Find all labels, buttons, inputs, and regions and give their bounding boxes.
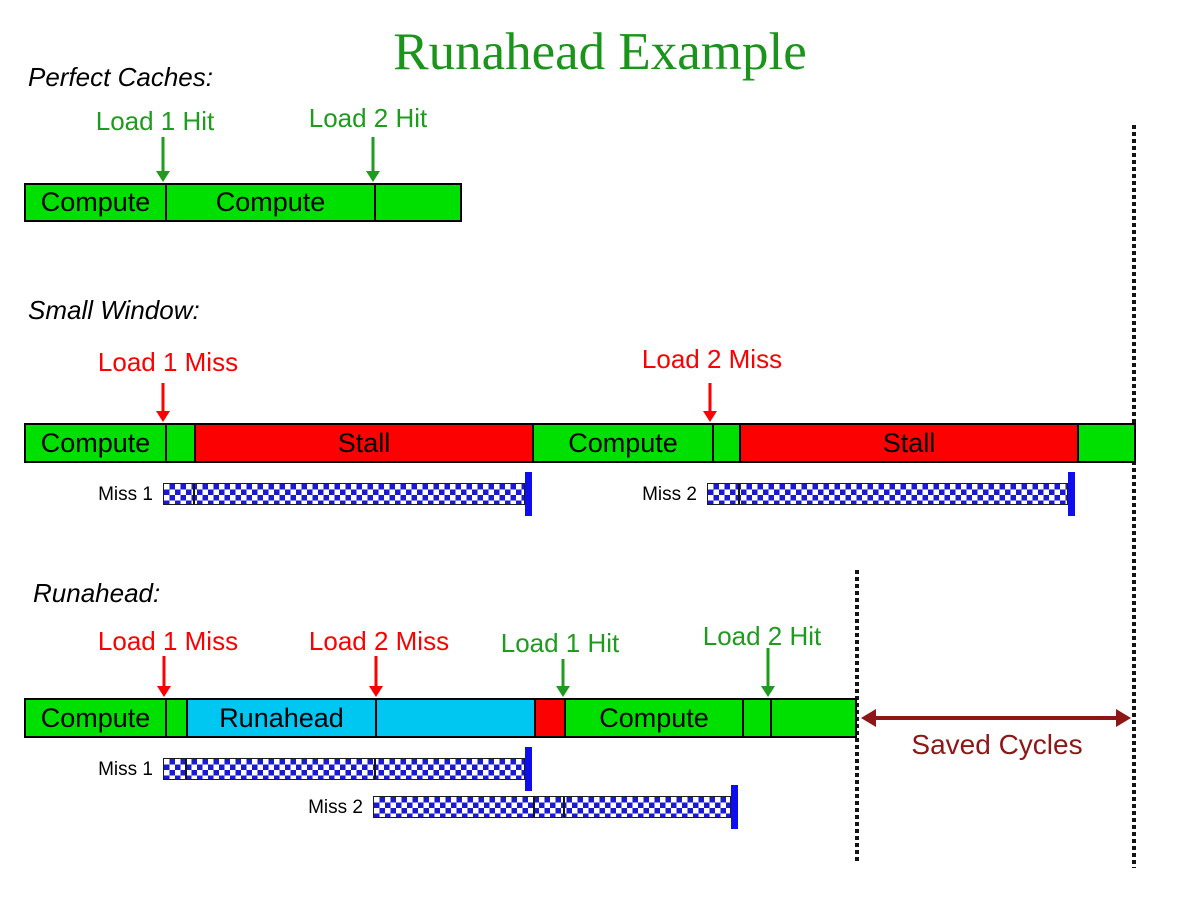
arrow-shaft (161, 383, 165, 412)
segment-blank (165, 425, 194, 461)
saved-cycles-arrow (861, 709, 1131, 727)
perfect-caches-load-1-hit-arrow (156, 137, 170, 182)
segment-blank (374, 185, 460, 220)
section-label-perfect-caches: Perfect Caches: (28, 62, 213, 92)
segment-blank (712, 425, 739, 461)
segment-compute: Compute (165, 185, 374, 220)
small-window-end-boundary-line (1132, 125, 1136, 868)
arrow-head-down-icon (156, 411, 170, 422)
runahead-load-1-miss-arrow (157, 656, 171, 697)
segment-stall: Stall (194, 425, 532, 461)
runahead-load-2-miss-arrow (369, 656, 383, 697)
latency-tick (533, 797, 535, 817)
runahead-miss-1-latency-bar (163, 758, 525, 780)
runahead-load-1-hit-arrow (556, 659, 570, 697)
runahead-miss-1-end-cap (525, 747, 532, 791)
segment-compute: Compute (26, 700, 165, 736)
arrow-shaft (766, 648, 770, 687)
runahead-miss-1-label: Miss 1 (98, 759, 153, 780)
arrow-shaft (374, 656, 378, 687)
latency-tick (563, 797, 565, 817)
runahead-miss-2-end-cap (731, 785, 738, 829)
runahead-miss-2-label: Miss 2 (308, 797, 363, 818)
segment-compute: Compute (564, 700, 742, 736)
runahead-load-2-miss-label: Load 2 Miss (308, 626, 450, 656)
segment-blank (375, 700, 534, 736)
latency-tick (193, 484, 195, 504)
latency-tick (738, 484, 740, 504)
segment-compute: Compute (26, 425, 165, 461)
section-label-small-window: Small Window: (28, 295, 200, 325)
small-window-load-2-miss-label: Load 2 Miss (641, 344, 783, 374)
small-window-miss-2-end-cap (1068, 472, 1075, 516)
arrow-head-left-icon (861, 709, 876, 727)
segment-blank (742, 700, 770, 736)
segment-blank (165, 700, 186, 736)
runahead-end-boundary-line (855, 570, 859, 863)
latency-tick (374, 759, 376, 779)
arrow-head-down-icon (157, 686, 171, 697)
saved-cycles-arrow-line (873, 716, 1119, 720)
runahead-miss-2-latency-bar (373, 796, 731, 818)
arrow-shaft (371, 137, 375, 172)
segment-blank (1077, 425, 1134, 461)
segment-stall: Stall (739, 425, 1077, 461)
arrow-head-down-icon (556, 686, 570, 697)
small-window-miss-1-end-cap (525, 472, 532, 516)
section-label-runahead: Runahead: (33, 578, 161, 608)
segment-compute: Compute (26, 185, 165, 220)
small-window-miss-1-latency-bar (163, 483, 525, 505)
runahead-load-1-hit-label: Load 1 Hit (500, 628, 620, 658)
saved-cycles-label: Saved Cycles (911, 729, 1083, 760)
runahead-load-2-hit-arrow (761, 648, 775, 697)
small-window-miss-1-label: Miss 1 (98, 484, 153, 505)
arrow-head-down-icon (156, 171, 170, 182)
arrow-shaft (708, 383, 712, 412)
segment-compute: Compute (532, 425, 712, 461)
arrow-shaft (561, 659, 565, 687)
arrow-head-down-icon (761, 686, 775, 697)
slide-title: Runahead Example (393, 23, 807, 81)
arrow-shaft (161, 137, 165, 172)
small-window-miss-2-label: Miss 2 (642, 484, 697, 505)
arrow-head-down-icon (366, 171, 380, 182)
segment-blank (534, 700, 564, 736)
perfect-caches-load-2-hit-arrow (366, 137, 380, 182)
perfect-caches-load-1-hit-label: Load 1 Hit (95, 106, 215, 136)
small-window-load-1-miss-label: Load 1 Miss (97, 347, 239, 377)
arrow-head-right-icon (1116, 709, 1131, 727)
small-window-miss-2-latency-bar (707, 483, 1068, 505)
segment-blank (770, 700, 855, 736)
small-window-load-2-miss-arrow (703, 383, 717, 422)
arrow-head-down-icon (703, 411, 717, 422)
runahead-load-1-miss-label: Load 1 Miss (97, 626, 239, 656)
perfect-caches-load-2-hit-label: Load 2 Hit (308, 103, 428, 133)
latency-tick (185, 759, 187, 779)
runahead-load-2-hit-label: Load 2 Hit (702, 621, 822, 651)
arrow-shaft (162, 656, 166, 687)
segment-runahead: Runahead (186, 700, 375, 736)
small-window-load-1-miss-arrow (156, 383, 170, 422)
arrow-head-down-icon (369, 686, 383, 697)
timeline-bar-runahead: Compute Runahead Compute (24, 698, 857, 738)
